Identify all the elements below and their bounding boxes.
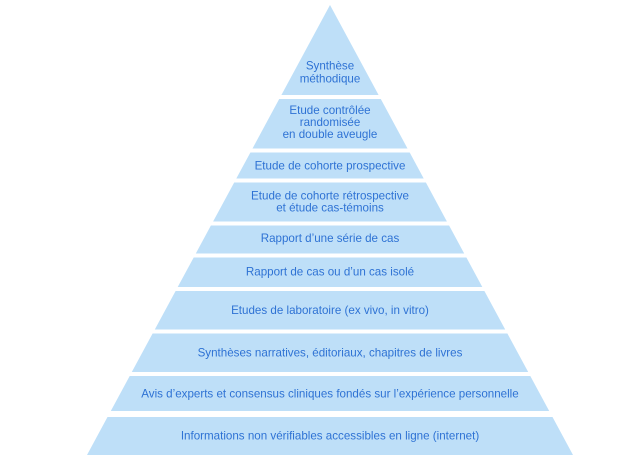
pyramid-level-6: Rapport de cas ou d’un cas isolé (177, 257, 483, 287)
pyramid-level-7: Etudes de laboratoire (ex vivo, in vitro… (154, 291, 506, 330)
pyramid-level-10-shape (87, 417, 573, 455)
pyramid-level-2-shape (252, 99, 408, 149)
pyramid-level-10-text-line-1: Informations non vérifiables accessibles… (181, 430, 480, 443)
pyramid-level-4-text-line-1: Etude de cohorte rétrospective (251, 190, 409, 203)
pyramid-level-3: Etude de cohorte prospective (236, 152, 424, 179)
pyramid-level-9: Avis d’experts et consensus cliniques fo… (110, 376, 550, 411)
pyramid-level-2: Etude contrôlée randomisée en double ave… (252, 99, 408, 149)
pyramid-level-4-text-line-2: et étude cas-témoins (276, 202, 384, 215)
pyramid-level-5: Rapport d’une série de cas (195, 225, 465, 254)
pyramid-level-8-shape (131, 333, 529, 372)
pyramid-level-5-text-line-1: Rapport d’une série de cas (261, 232, 400, 245)
pyramid-level-3-shape (236, 152, 424, 179)
pyramid-level-6-text-line-1: Rapport de cas ou d’un cas isolé (246, 266, 414, 279)
pyramid-level-9-shape (110, 376, 550, 411)
pyramid-level-7-shape (154, 291, 506, 330)
pyramid-level-8: Synthèses narratives, éditoriaux, chapit… (131, 333, 529, 372)
pyramid-level-6-shape (177, 257, 483, 287)
pyramid-level-1-text-line-1: Synthèse (306, 60, 354, 73)
pyramid-level-4: Etude de cohorte rétrospective et étude … (213, 182, 447, 222)
pyramid-level-2-text-line-2: randomisée (300, 116, 361, 129)
pyramid-level-1: Synthèse méthodique (281, 5, 379, 95)
pyramid-level-9-text-line-1: Avis d’experts et consensus cliniques fo… (141, 388, 518, 401)
pyramid-level-7-text-line-1: Etudes de laboratoire (ex vivo, in vitro… (231, 304, 429, 317)
pyramid-level-2-text-line-3: en double aveugle (283, 128, 378, 141)
pyramid-level-1-text-line-2: méthodique (300, 73, 361, 86)
pyramid-level-2-text-line-1: Etude contrôlée (289, 104, 370, 117)
pyramid-level-1-shape (281, 5, 379, 95)
pyramid-level-3-text-line-1: Etude de cohorte prospective (255, 160, 406, 173)
pyramid-level-8-text-line-1: Synthèses narratives, éditoriaux, chapit… (198, 347, 463, 360)
pyramid-level-10: Informations non vérifiables accessibles… (87, 417, 573, 455)
pyramid-level-4-shape (213, 182, 447, 222)
pyramid-level-5-shape (195, 225, 465, 254)
